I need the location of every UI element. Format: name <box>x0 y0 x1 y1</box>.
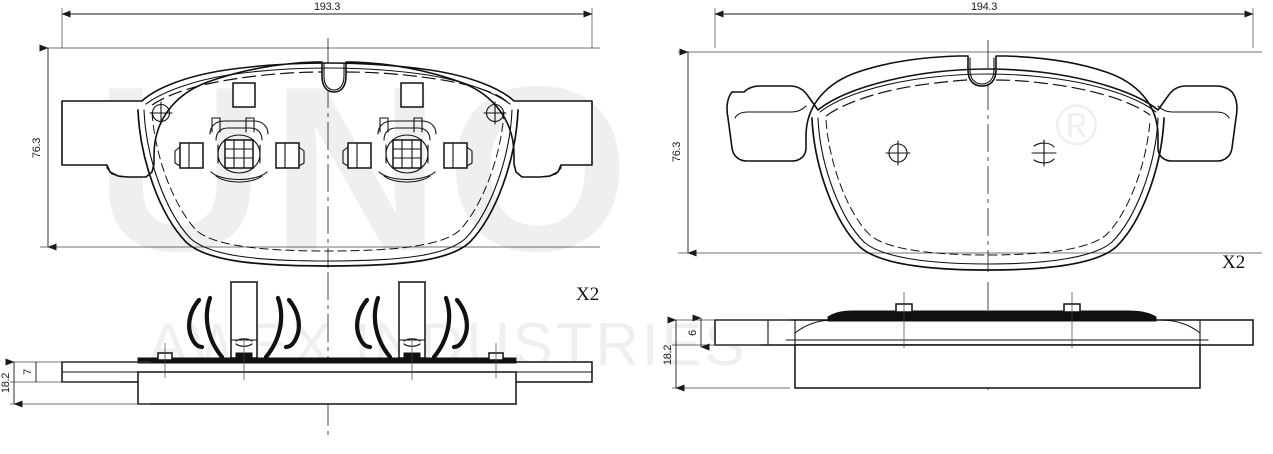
right-ear-right-inner <box>1157 105 1230 119</box>
right-side-lug-right <box>1063 292 1081 348</box>
left-clip-assembly-a <box>174 82 305 183</box>
right-pad-side-view: 18.2 6 <box>662 282 1254 392</box>
right-height-dimension-label: 76.3 <box>671 142 683 162</box>
right-quantity-label: X2 <box>1222 252 1245 273</box>
left-width-dimension-label: 193.3 <box>314 1 340 13</box>
left-side-lug-left <box>157 343 173 378</box>
left-clip-flank-right-b <box>443 142 473 169</box>
left-quantity-label: X2 <box>576 284 599 305</box>
right-ear-left-inner <box>734 105 807 119</box>
left-friction-upper-dashed-right <box>345 71 509 104</box>
left-clip-assembly-b <box>342 82 473 183</box>
right-width-dimension-label: 194.3 <box>971 1 997 13</box>
right-side-contour-upper <box>794 319 1201 334</box>
right-side-backing-band <box>827 310 1157 322</box>
right-friction-slot-dashed <box>825 119 1151 256</box>
left-ear-notch-detail <box>106 164 123 178</box>
right-friction-block-inner <box>817 117 1159 265</box>
right-pad-inner-contour <box>819 73 1157 113</box>
left-friction-block-inner <box>143 109 513 262</box>
left-height-dimension-label: 76.3 <box>31 138 43 158</box>
left-clip-flank-left-a <box>174 142 204 169</box>
right-side-backing-block <box>794 344 1201 389</box>
left-friction-upper-dashed <box>151 71 323 106</box>
left-side-spring-clip-a <box>187 281 301 361</box>
right-side-lug-left <box>895 292 913 348</box>
right-pin-hole-right <box>1031 139 1057 167</box>
left-pad-inner-contour <box>145 67 511 105</box>
left-pad-front-view: 193.3 76.3 <box>31 1 600 305</box>
right-pin-hole-left <box>885 140 911 166</box>
left-clip-flank-left-b <box>342 142 372 169</box>
left-friction-block-outline <box>137 109 519 267</box>
right-pad-front-view: 194.3 76.3 <box>671 1 1262 273</box>
left-side-lug-right <box>488 343 504 378</box>
right-friction-upper-dashed-left <box>825 79 969 117</box>
left-side-backing-band <box>137 357 517 364</box>
right-side-small-dimension-label: 6 <box>687 330 699 336</box>
left-side-small-dimension-label: 7 <box>22 369 34 375</box>
left-side-total-dimension-label: 18.2 <box>0 373 12 393</box>
right-center-notch-inner <box>969 57 995 85</box>
left-side-spring-clip-b <box>355 281 469 361</box>
left-side-backing-block <box>137 371 517 405</box>
right-pad-backing-plate <box>726 55 1238 162</box>
watermark-registered-icon: ® <box>1055 93 1098 158</box>
right-ear-notch-detail <box>545 164 562 178</box>
left-pad-side-view: 18.2 7 <box>0 272 593 440</box>
right-friction-block-outline <box>811 117 1165 271</box>
left-pin-hole-left <box>149 101 173 125</box>
left-clip-flank-right-a <box>275 142 305 169</box>
left-pin-hole-right <box>483 101 507 125</box>
left-friction-slot-dashed <box>151 111 505 252</box>
left-center-notch-inner <box>323 63 345 91</box>
right-side-total-dimension-label: 18.2 <box>662 345 674 365</box>
right-friction-upper-dashed-right <box>995 79 1151 116</box>
